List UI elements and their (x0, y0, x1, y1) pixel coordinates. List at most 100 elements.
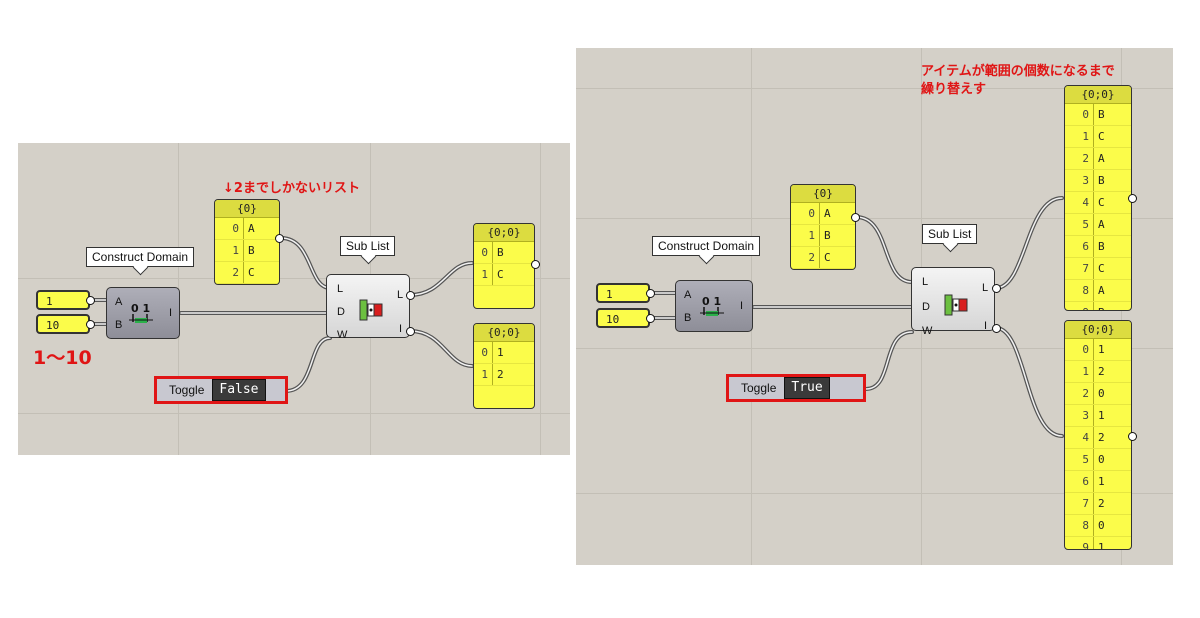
number-a[interactable]: 1 (596, 283, 650, 303)
item-value: 0 (1098, 519, 1105, 532)
construct-domain-label: Construct Domain (652, 236, 761, 265)
output-grip[interactable] (86, 320, 95, 329)
port-b[interactable]: B (684, 312, 692, 324)
item-value: 1 (1098, 475, 1105, 488)
item-value: C (824, 251, 831, 264)
toggle-value[interactable]: False (212, 379, 266, 401)
annotation-domain: 1〜10 (33, 347, 92, 369)
port-b[interactable]: B (115, 319, 123, 331)
output-grip[interactable] (992, 324, 1001, 333)
construct-domain-component[interactable]: A B I 0 1 (106, 287, 180, 339)
output-grip[interactable] (1128, 194, 1137, 203)
toggle-value[interactable]: True (784, 377, 830, 399)
port-a[interactable]: A (115, 296, 123, 308)
number-a[interactable]: 1 (36, 290, 90, 310)
item-index: 4 (1065, 427, 1094, 448)
item-index: 3 (1065, 170, 1094, 191)
output-grip[interactable] (406, 291, 415, 300)
item-value: C (1098, 262, 1105, 275)
port-w[interactable]: W (922, 325, 933, 337)
boolean-toggle[interactable]: Toggle True (726, 374, 866, 402)
item-index: 2 (215, 262, 244, 283)
sub-list-component[interactable]: L D W L I (326, 274, 410, 341)
port-out-l[interactable]: L (397, 289, 404, 301)
output-grip[interactable] (992, 284, 1001, 293)
item-value: 2 (497, 368, 504, 381)
output-grip[interactable] (275, 234, 284, 243)
item-value: A (1098, 152, 1105, 165)
annotation-line-2: 繰り替えす (921, 82, 987, 97)
item-index: 7 (1065, 493, 1094, 514)
port-w[interactable]: W (337, 329, 348, 341)
output-list-panel[interactable]: {0;0} 0B1C2A3B4C5A6B7C8A9B (1064, 85, 1132, 311)
port-d[interactable]: D (337, 306, 345, 318)
port-l[interactable]: L (922, 276, 929, 288)
item-value: B (1098, 108, 1105, 121)
item-index: 1 (474, 364, 493, 385)
item-index: 2 (1065, 383, 1094, 404)
wire-list (279, 236, 332, 290)
sub-list-label: Sub List (340, 236, 396, 265)
output-grip[interactable] (1128, 432, 1137, 441)
item-value: 0 (1098, 387, 1105, 400)
panel-header: {0;0} (1065, 86, 1131, 104)
panel-header: {0;0} (474, 324, 534, 342)
construct-domain-component[interactable]: A B I 0 1 (675, 280, 753, 332)
port-out-l[interactable]: L (982, 282, 989, 294)
output-grip[interactable] (646, 289, 655, 298)
output-grip[interactable] (406, 327, 415, 336)
port-a[interactable]: A (684, 289, 692, 301)
port-i[interactable]: I (740, 300, 744, 312)
output-grip[interactable] (531, 260, 540, 269)
construct-domain-text: Construct Domain (92, 250, 189, 264)
item-index: 0 (791, 203, 820, 224)
port-out-i[interactable]: I (984, 320, 988, 332)
port-l[interactable]: L (337, 283, 344, 295)
item-value: 2 (1098, 431, 1105, 444)
item-index: 0 (474, 342, 493, 363)
sub-list-icon (944, 294, 968, 316)
item-value: C (497, 268, 504, 281)
grid-line (576, 493, 1173, 494)
panel-header: {0;0} (474, 224, 534, 242)
panel-header: {0;0} (1065, 321, 1131, 339)
item-index: 0 (1065, 104, 1094, 125)
construct-domain-text: Construct Domain (658, 239, 755, 253)
item-value: 2 (1098, 365, 1105, 378)
item-value: 1 (1098, 343, 1105, 356)
boolean-toggle[interactable]: Toggle False (154, 376, 288, 404)
number-b[interactable]: 10 (596, 308, 650, 328)
output-grip[interactable] (851, 213, 860, 222)
item-value: 2 (1098, 497, 1105, 510)
port-out-i[interactable]: I (399, 323, 403, 335)
sub-list-component[interactable]: L D W L I (911, 267, 995, 337)
number-b[interactable]: 10 (36, 314, 90, 334)
output-grip[interactable] (646, 314, 655, 323)
item-value: A (1098, 218, 1105, 231)
item-value: B (824, 229, 831, 242)
port-d[interactable]: D (922, 301, 930, 313)
item-index: 3 (1065, 405, 1094, 426)
output-grip[interactable] (86, 296, 95, 305)
port-i[interactable]: I (169, 307, 173, 319)
svg-text:0 1: 0 1 (131, 302, 150, 315)
item-index: 2 (791, 247, 820, 268)
